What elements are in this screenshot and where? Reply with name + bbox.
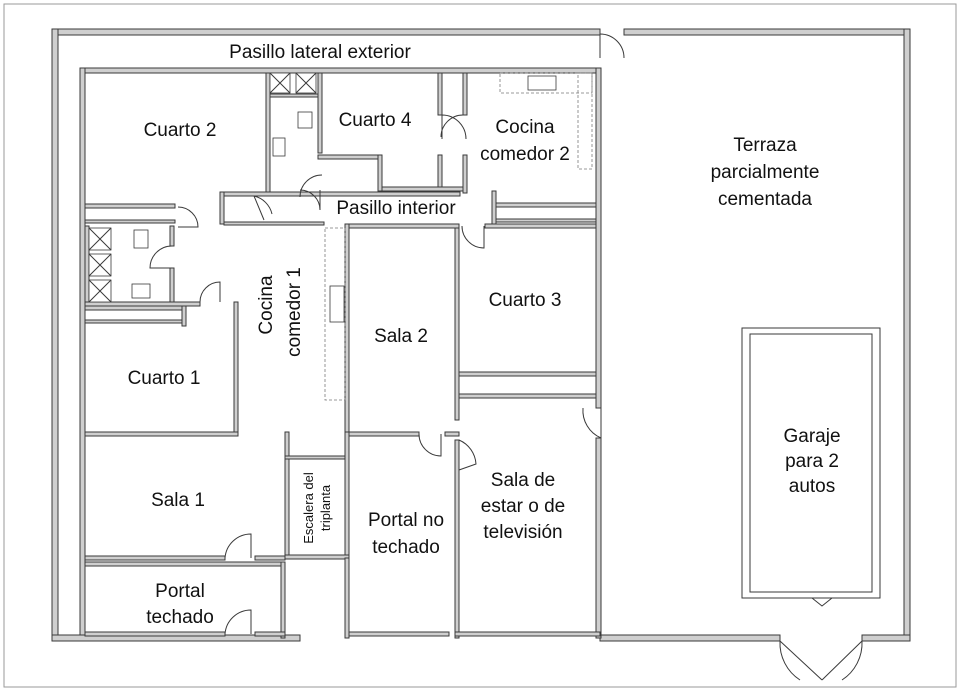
bathroom-fixtures [88,72,557,323]
label-pasillo-interior: Pasillo interior [336,198,456,219]
label-cocina-1-line2: comedor 1 [284,267,305,357]
label-cuarto-2: Cuarto 2 [144,120,217,141]
label-sala-estar-line3: televisión [483,522,562,543]
label-sala-2: Sala 2 [374,326,428,347]
label-portal-techado-line1: Portal [155,581,205,602]
label-sala-estar-line1: Sala de [491,470,555,491]
label-garaje-line1: Garaje [783,426,840,447]
label-terraza-line3: cementada [718,189,812,210]
label-portal-no-techado-line1: Portal no [368,510,444,531]
house-walls [79,67,881,639]
label-garaje-line2: para 2 [785,451,839,472]
label-cuarto-3: Cuarto 3 [489,290,562,311]
outer-walls [51,28,911,642]
doors [149,33,863,681]
label-terraza-line1: Terraza [733,135,797,156]
label-cocina-2-line1: Cocina [495,117,555,138]
counter-cocina-1 [324,227,346,401]
label-escalera-line1: Escalera del [301,472,316,544]
label-escalera-line2: triplanta [318,484,333,531]
label-terraza-line2: parcialmente [711,162,820,183]
counter-cocina-2-side [577,72,593,170]
label-cocina-2-line2: comedor 2 [480,144,570,165]
label-sala-estar-line2: estar o de [481,496,566,517]
label-sala-1: Sala 1 [151,490,205,511]
label-cuarto-1: Cuarto 1 [128,368,201,389]
page-frame [3,3,957,688]
label-cuarto-4: Cuarto 4 [339,110,412,131]
label-pasillo-lateral: Pasillo lateral exterior [229,42,411,63]
counter-cocina-2 [499,72,593,94]
label-portal-no-techado-line2: techado [372,537,440,558]
label-portal-techado-line2: techado [146,607,214,628]
label-cocina-1-line1: Cocina [256,275,277,335]
label-garaje-line3: autos [789,476,835,497]
